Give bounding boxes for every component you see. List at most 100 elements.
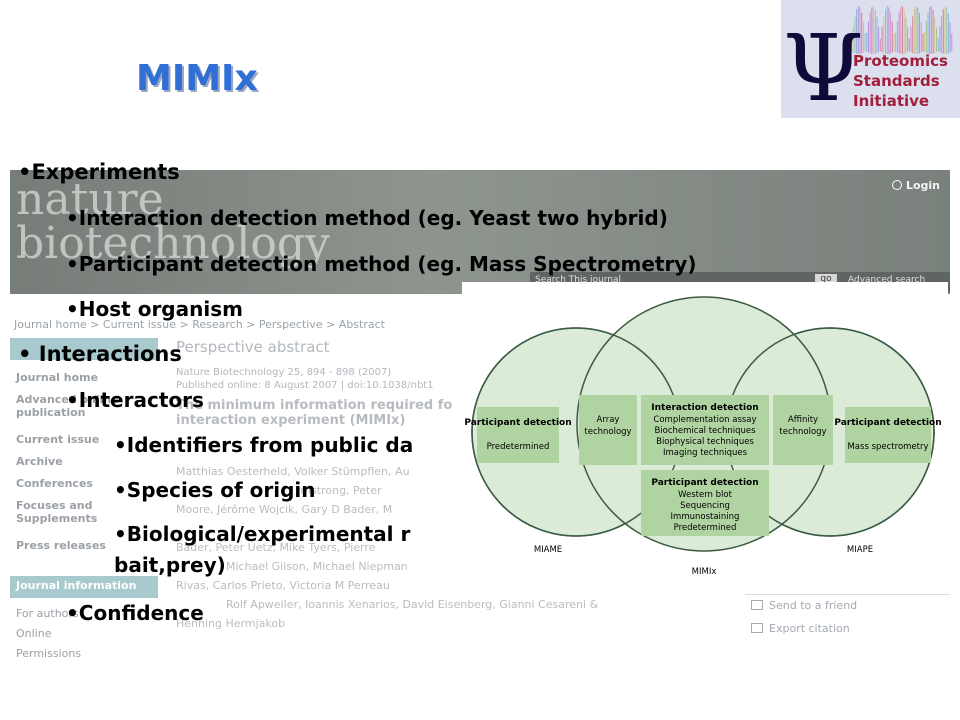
- author-line[interactable]: Rolf Apweiler, Ioannis Xenarios, David E…: [226, 598, 599, 611]
- logo-bar: [942, 9, 944, 54]
- author-line[interactable]: Matthias Oesterheld, Volker Stümpflen, A…: [176, 465, 410, 478]
- logo-line-3: Initiative: [853, 92, 930, 110]
- author-line[interactable]: Henning Hermjakob: [176, 617, 286, 630]
- logo-bar: [851, 39, 852, 51]
- interaction-method-1: Complementation assay: [653, 415, 756, 425]
- bullet-dot-icon: •: [18, 342, 32, 366]
- interaction-method-2: Biochemical techniques: [654, 426, 756, 436]
- logo-bar: [944, 6, 946, 54]
- send-to-friend-link[interactable]: Send to a friend: [745, 595, 950, 618]
- bullet-dot-icon: •: [18, 160, 32, 184]
- bullet-biological-role-continued: bait,prey): [114, 553, 226, 577]
- miape-label: MIAPE: [847, 545, 873, 555]
- article-heading-2: interaction experiment (MIMIx): [176, 413, 406, 428]
- participant-method-3: Immunostaining: [671, 512, 740, 522]
- interaction-detection-box: [641, 395, 769, 465]
- affinity-technology-box: [773, 395, 833, 465]
- logo-bar: [898, 12, 900, 54]
- participant-method-1: Western blot: [678, 490, 733, 500]
- logo-bar: [883, 16, 885, 54]
- logo-bar: [932, 9, 934, 54]
- export-citation-link[interactable]: Export citation: [745, 618, 950, 641]
- envelope-icon: [751, 600, 763, 610]
- bullet-dot-icon: •: [66, 252, 79, 276]
- logo-bar: [902, 6, 903, 54]
- bullet-text: Confidence: [78, 601, 204, 625]
- author-line[interactable]: Moore, Jérôme Wojcik, Gary D Bader, M: [176, 503, 393, 516]
- author-line[interactable]: Rivas, Carlos Prieto, Victoria M Perreau: [176, 579, 390, 592]
- array-technology-box: [579, 395, 637, 465]
- bullet-biological-role: •Biological/experimental r: [114, 522, 410, 546]
- logo-bar: [941, 16, 943, 54]
- logo-bar: [905, 17, 907, 53]
- author-list: Matthias Oesterheld, Volker Stümpflen, A…: [176, 462, 599, 633]
- logo-bar: [866, 32, 868, 52]
- miame-label: MIAME: [534, 545, 562, 555]
- logo-bar: [891, 21, 893, 53]
- logo-bar: [936, 27, 937, 53]
- search-scope: Search This journal: [535, 275, 622, 285]
- article-heading: The minimum information required fo: [176, 398, 453, 413]
- logo-bar: [854, 16, 856, 54]
- advanced-search-link[interactable]: Advanced search: [848, 275, 926, 285]
- logo-bar: [917, 7, 919, 54]
- export-icon: [751, 623, 763, 633]
- logo-bar: [927, 12, 929, 54]
- psi-logo: Ψ Proteomics Standards Initiative: [781, 0, 960, 118]
- logo-bar: [871, 7, 873, 54]
- sidebar-item-archive[interactable]: Archive: [16, 455, 63, 468]
- logo-bar: [924, 32, 926, 52]
- interaction-method-3: Biophysical techniques: [656, 437, 754, 447]
- logo-bar: [886, 6, 888, 54]
- logo-bar: [859, 7, 861, 54]
- logo-bar: [869, 12, 871, 54]
- bullet-identifiers: •Identifiers from public da: [114, 433, 413, 457]
- author-line[interactable]: Michael Gilson, Michael Niepman: [226, 560, 408, 573]
- login-icon: [891, 180, 902, 190]
- sidebar-item-online[interactable]: Online: [16, 627, 52, 640]
- logo-bar: [947, 13, 949, 54]
- sidebar-item-permissions[interactable]: Permissions: [16, 647, 82, 660]
- author-line[interactable]: Bader, Peter Uetz, Mike Tyers, Pierre: [176, 541, 376, 554]
- bullet-text: Interactors: [78, 388, 204, 412]
- bullet-text: Participant detection method (eg. Mass S…: [78, 252, 697, 276]
- logo-bar: [934, 17, 936, 53]
- logo-bar: [912, 16, 914, 54]
- logo-bar: [896, 21, 898, 53]
- logo-bar: [910, 26, 912, 53]
- sidebar-item-current-issue[interactable]: Current issue: [16, 433, 100, 446]
- sidebar-item-for-authors[interactable]: For authors: [16, 607, 79, 620]
- logo-bar: [903, 9, 905, 54]
- logo-bar: [868, 21, 869, 53]
- logo-bar: [885, 9, 886, 54]
- journal-information-header: Journal information: [10, 576, 158, 598]
- participant-detection-title: Participant detection: [651, 478, 758, 488]
- logo-bar: [929, 7, 931, 54]
- bullet-confidence: •Confidence: [66, 601, 204, 625]
- login-link[interactable]: Login: [891, 179, 940, 192]
- bullet-host-organism: •Host organism: [66, 297, 243, 321]
- bullet-species: •Species of origin: [114, 478, 316, 502]
- citation: Nature Biotechnology 25, 894 - 898 (2007…: [176, 367, 392, 378]
- logo-bar: [922, 33, 924, 52]
- send-to-friend-label: Send to a friend: [769, 599, 858, 612]
- sidebar-item-focuses[interactable]: Focuses and Supplements: [16, 499, 98, 525]
- participant-method-2: Sequencing: [680, 501, 730, 511]
- logo-bar: [881, 26, 883, 53]
- sidebar-item-journal-home[interactable]: Journal home: [16, 371, 99, 384]
- logo-bar: [937, 38, 939, 52]
- bullet-text: Interactions: [38, 342, 182, 366]
- bullet-participant-detection: •Participant detection method (eg. Mass …: [66, 252, 696, 276]
- sidebar-item-press-releases[interactable]: Press releases: [16, 539, 106, 552]
- logo-bar: [946, 7, 948, 54]
- logo-bar: [852, 27, 854, 53]
- sidebar-item-advance-online[interactable]: Advanced online publication: [16, 393, 119, 419]
- logo-bar: [876, 16, 878, 54]
- logo-bar: [939, 26, 941, 53]
- bullet-dot-icon: •: [66, 206, 79, 230]
- logo-bar: [861, 12, 863, 54]
- sidebar-item-conferences[interactable]: Conferences: [16, 477, 93, 490]
- author-line[interactable]: rmstrong, Peter: [296, 484, 382, 497]
- psi-logo-graphic: Ψ: [783, 6, 953, 118]
